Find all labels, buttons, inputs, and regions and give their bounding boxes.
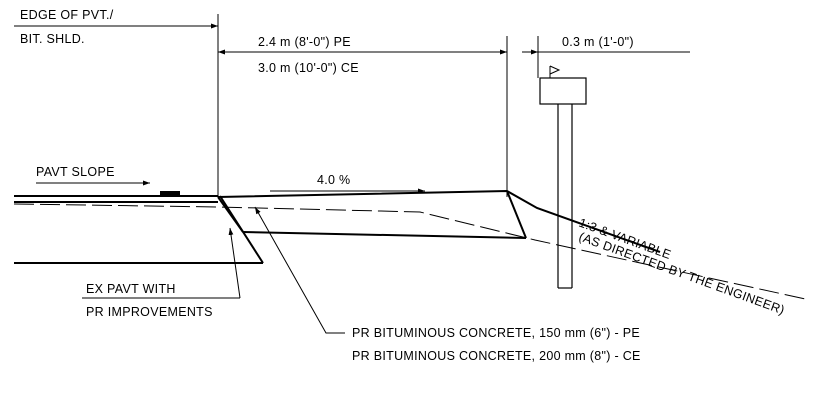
edge-of-pvt-label: EDGE OF PVT./ <box>20 8 114 22</box>
width-pe-label: 2.4 m (8'-0") PE <box>258 35 351 49</box>
pr-bituminous-pe-label: PR BITUMINOUS CONCRETE, 150 mm (6") - PE <box>352 326 640 340</box>
ex-pavt-label-line1: EX PAVT WITH <box>86 282 176 296</box>
subgrade-dashed-lines <box>13 203 811 301</box>
slope-percent-label: 4.0 % <box>317 173 350 187</box>
bit-shld-label: BIT. SHLD. <box>20 32 85 46</box>
offset-label: 0.3 m (1'-0") <box>562 35 634 49</box>
proposed-shoulder <box>217 189 661 253</box>
as-directed-label: (AS DIRECTED BY THE ENGINEER) <box>577 230 787 318</box>
pr-bituminous-ce-label: PR BITUMINOUS CONCRETE, 200 mm (8") - CE <box>352 349 641 363</box>
ex-pavt-leader <box>228 227 241 299</box>
ex-pavt-label-line2: PR IMPROVEMENTS <box>86 305 213 319</box>
guardrail-post <box>539 65 587 289</box>
existing-pavement <box>14 191 264 264</box>
pr-bituminous-leader <box>254 206 345 334</box>
pavt-slope-label: PAVT SLOPE <box>36 165 115 179</box>
width-ce-label: 3.0 m (10'-0") CE <box>258 61 359 75</box>
